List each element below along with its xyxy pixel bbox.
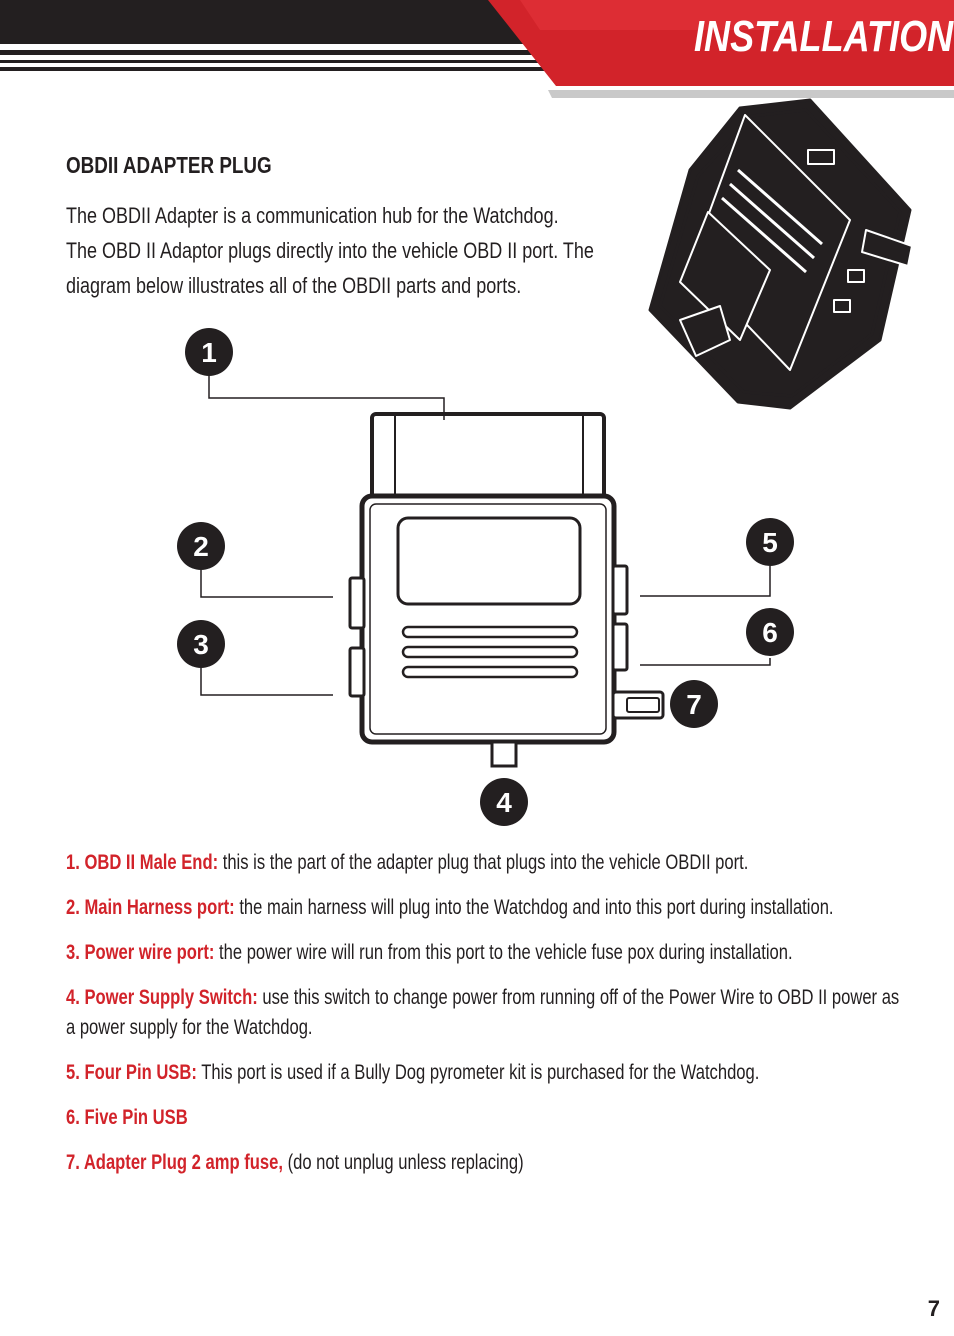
part-label: 2. Main Harness port: bbox=[66, 896, 235, 919]
callout-6: 6 bbox=[746, 608, 794, 656]
callout-2: 2 bbox=[177, 522, 225, 570]
intro-line: diagram below illustrates all of the OBD… bbox=[66, 273, 522, 298]
list-item: 7. Adapter Plug 2 amp fuse, (do not unpl… bbox=[66, 1148, 903, 1178]
callout-5: 5 bbox=[746, 518, 794, 566]
section-title: OBDII ADAPTER PLUG bbox=[66, 152, 272, 178]
adapter-3d-illustration bbox=[648, 98, 913, 410]
callout-7: 7 bbox=[670, 680, 718, 728]
list-item: 3. Power wire port: the power wire will … bbox=[66, 938, 903, 968]
callout-3: 3 bbox=[177, 620, 225, 668]
part-description: This port is used if a Bully Dog pyromet… bbox=[196, 1061, 760, 1084]
part-label: 4. Power Supply Switch: bbox=[66, 986, 258, 1009]
list-item: 4. Power Supply Switch: use this switch … bbox=[66, 983, 903, 1043]
callout-4: 4 bbox=[480, 778, 528, 826]
part-description: the main harness will plug into the Watc… bbox=[234, 896, 834, 919]
list-item: 2. Main Harness port: the main harness w… bbox=[66, 893, 903, 923]
part-description: the power wire will run from this port t… bbox=[214, 941, 793, 964]
callout-number: 5 bbox=[762, 527, 778, 558]
part-label: 3. Power wire port: bbox=[66, 941, 215, 964]
callout-number: 4 bbox=[496, 787, 512, 818]
page-number: 7 bbox=[927, 1296, 940, 1321]
callout-number: 3 bbox=[193, 629, 209, 660]
list-item: 5. Four Pin USB: This port is used if a … bbox=[66, 1058, 903, 1088]
part-label: 7. Adapter Plug 2 amp fuse, bbox=[66, 1151, 283, 1174]
intro-line: The OBD II Adaptor plugs directly into t… bbox=[66, 238, 594, 263]
part-description: this is the part of the adapter plug tha… bbox=[218, 851, 749, 874]
callout-1: 1 bbox=[185, 328, 233, 376]
part-label: 1. OBD II Male End: bbox=[66, 851, 219, 874]
list-item: 1. OBD II Male End: this is the part of … bbox=[66, 848, 903, 878]
adapter-front-view bbox=[348, 412, 665, 768]
callout-number: 6 bbox=[762, 617, 778, 648]
part-label: 6. Five Pin USB bbox=[66, 1106, 188, 1129]
callout-number: 7 bbox=[686, 689, 702, 720]
intro-line: The OBDII Adapter is a communication hub… bbox=[66, 203, 559, 228]
list-item: 6. Five Pin USB bbox=[66, 1103, 903, 1133]
parts-list: 1. OBD II Male End: this is the part of … bbox=[66, 848, 903, 1193]
intro-paragraph: The OBDII Adapter is a communication hub… bbox=[66, 198, 610, 303]
part-label: 5. Four Pin USB: bbox=[66, 1061, 197, 1084]
header-banner bbox=[0, 0, 954, 98]
callout-number: 2 bbox=[193, 531, 209, 562]
leader-lines bbox=[200, 375, 771, 696]
part-description: use this switch to change power from run… bbox=[66, 986, 900, 1039]
page-title: INSTALLATION bbox=[694, 12, 954, 61]
callout-number: 1 bbox=[201, 337, 217, 368]
part-description: (do not unplug unless replacing) bbox=[282, 1151, 524, 1174]
